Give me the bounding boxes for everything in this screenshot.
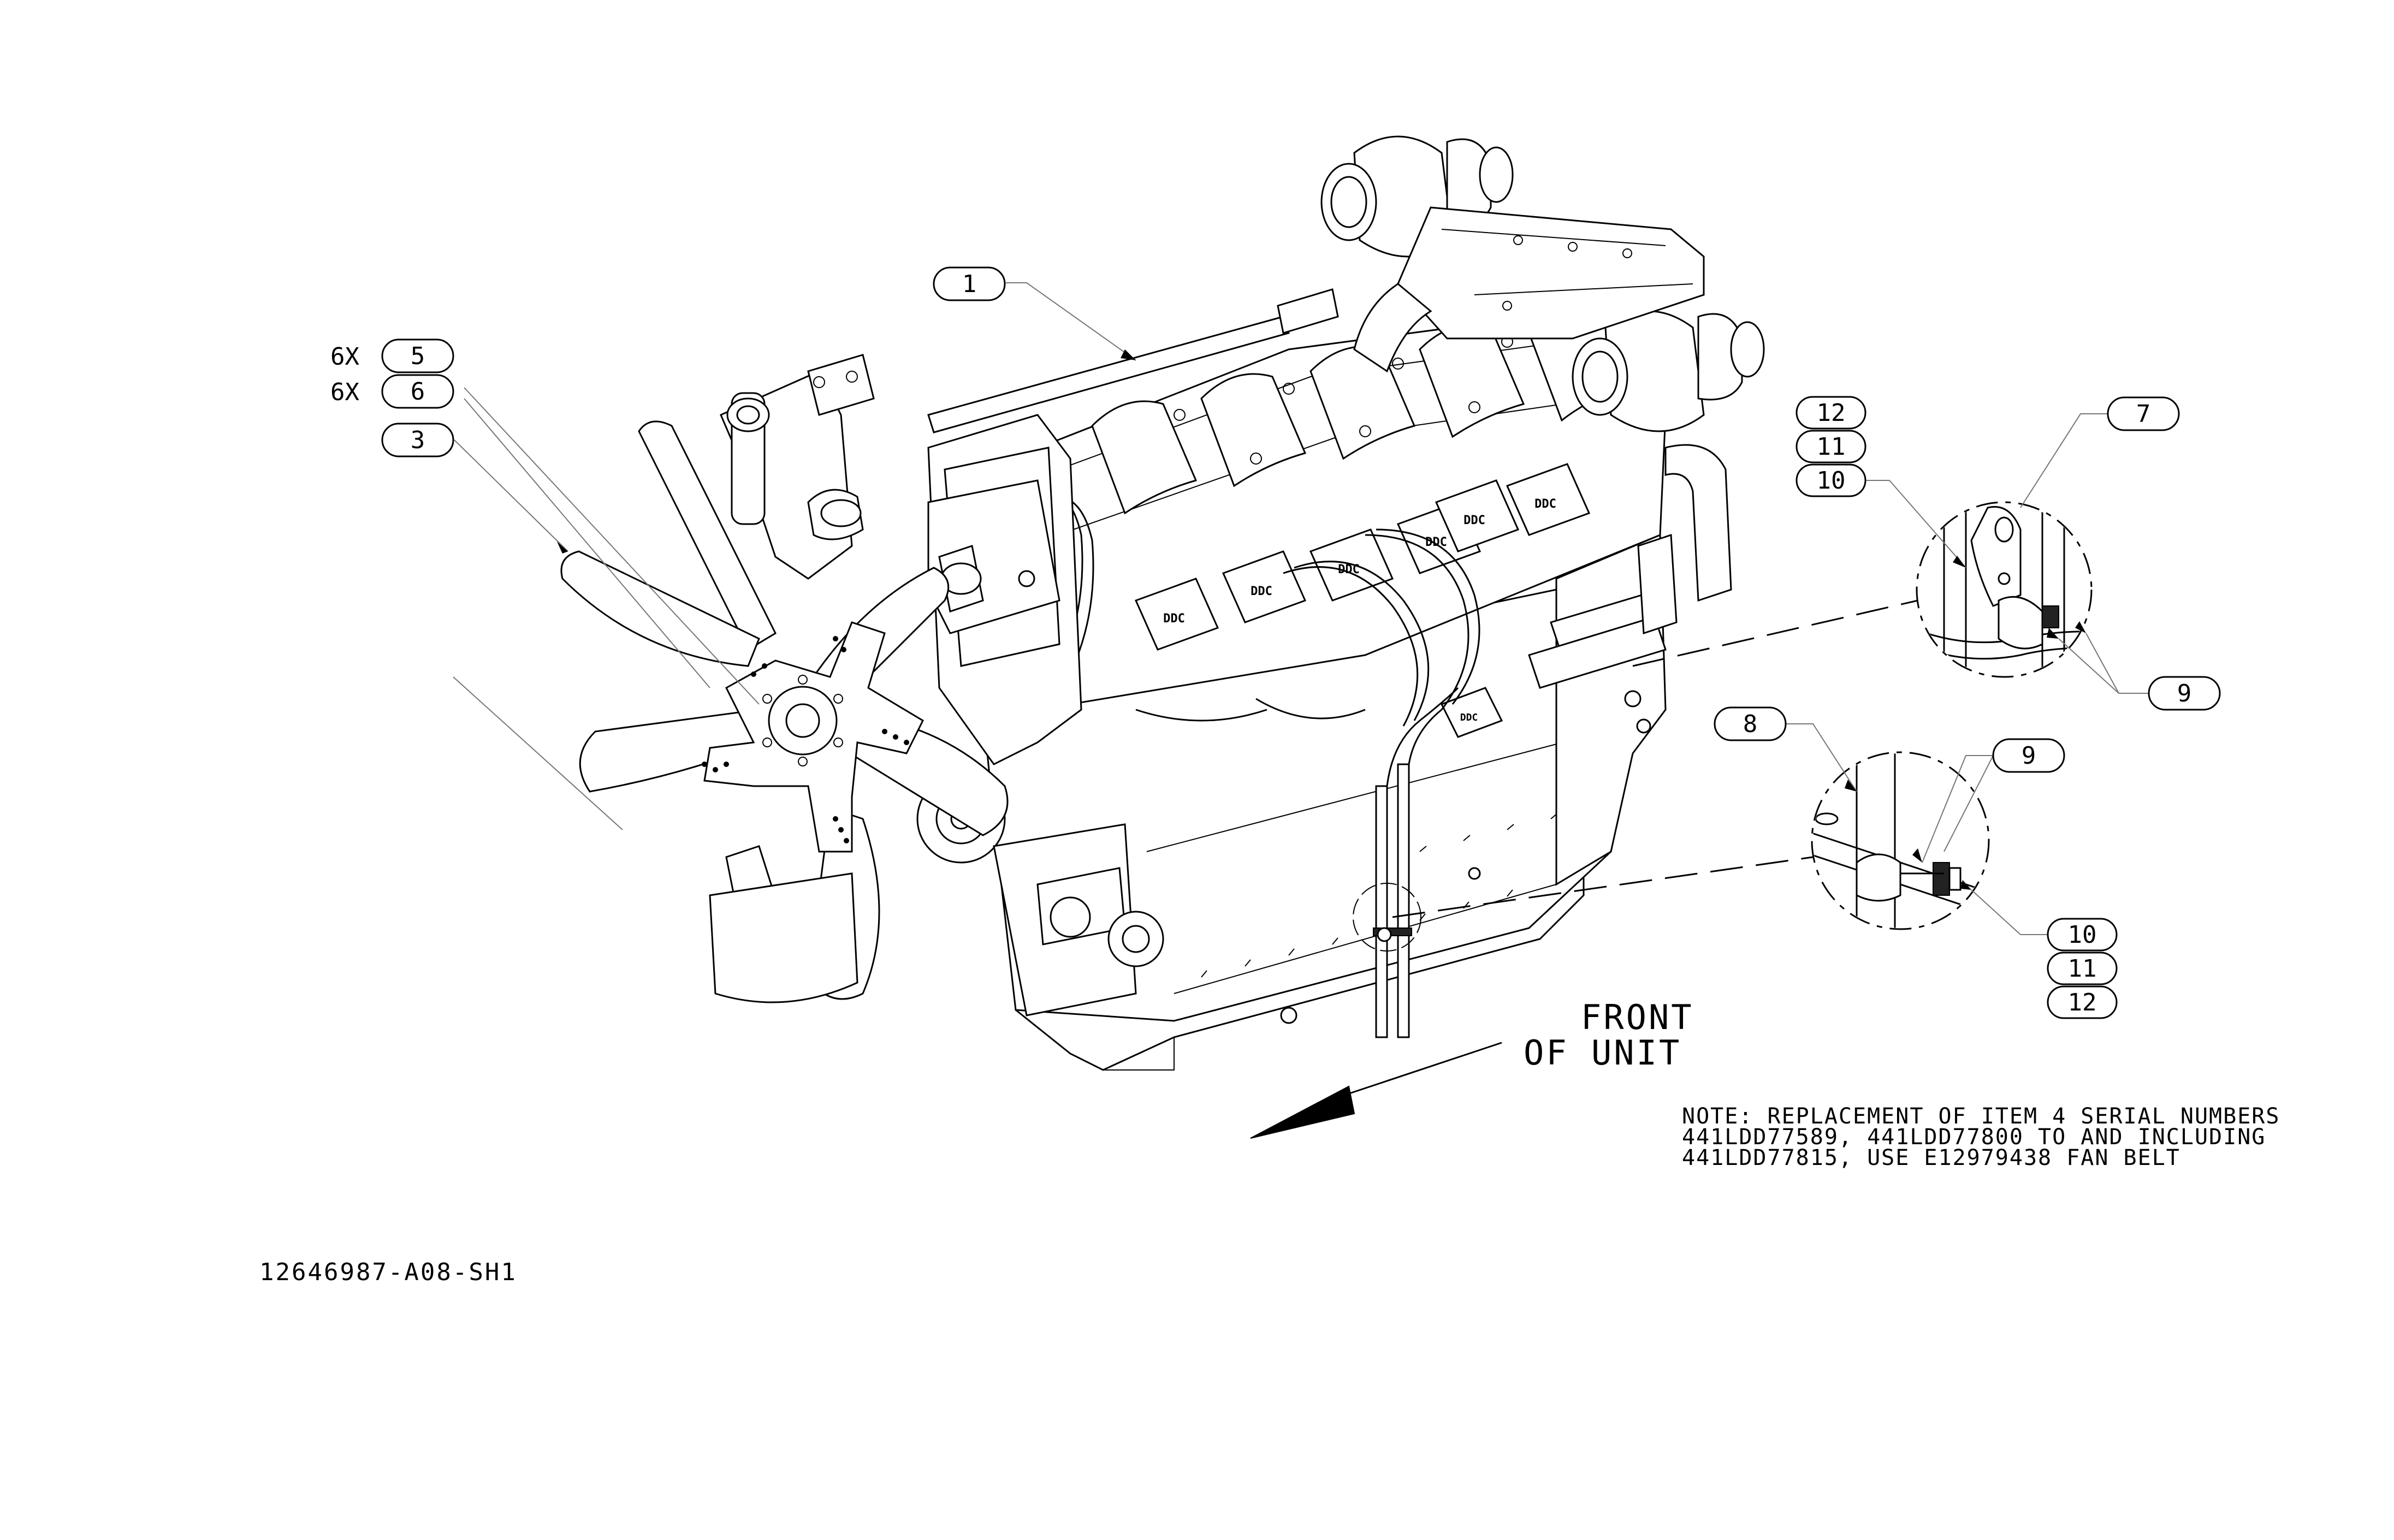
module-1: DDC — [1134, 578, 1219, 651]
front-label-line2: OF UNIT — [1524, 1033, 1681, 1073]
module-2: DDC — [1222, 550, 1307, 623]
svg-text:10: 10 — [2068, 921, 2097, 949]
svg-text:11: 11 — [1817, 433, 1846, 461]
engine-illustration: DDC DDC DDC DDC DDC DDC — [560, 135, 1765, 1071]
svg-text:7: 7 — [2136, 400, 2151, 428]
fan-rivets — [702, 636, 909, 843]
svg-text:6: 6 — [411, 378, 425, 406]
svg-text:DDC: DDC — [1163, 612, 1185, 626]
water-housing — [720, 354, 875, 580]
callout-9-upper: 9 — [2148, 676, 2221, 711]
callout-11-lower: 11 — [2047, 952, 2118, 985]
svg-text:10: 10 — [1817, 467, 1846, 495]
svg-text:9: 9 — [2177, 680, 2192, 707]
detail-view-lower — [1811, 751, 1990, 930]
svg-text:DDC: DDC — [1463, 514, 1485, 527]
qty-6: 6X — [330, 378, 359, 406]
callout-5: 6X 5 — [330, 338, 454, 373]
svg-text:12: 12 — [2068, 989, 2097, 1016]
svg-text:12: 12 — [1817, 399, 1846, 427]
svg-text:1: 1 — [962, 270, 977, 298]
svg-text:9: 9 — [2022, 742, 2036, 770]
exhaust-pipes — [1528, 444, 1732, 689]
callout-1: 1 — [933, 266, 1006, 301]
turbocharger-lower — [1572, 310, 1765, 432]
charge-air-cooler — [1353, 206, 1705, 373]
detail-links — [1353, 599, 1918, 952]
injector-modules: DDC DDC DDC DDC DDC DDC — [1134, 463, 1591, 738]
callout-12-lower: 12 — [2047, 985, 2118, 1019]
document-number: 12646987-A08-SH1 — [259, 1258, 517, 1286]
callout-7: 7 — [2107, 396, 2180, 431]
detail-view-upper — [1916, 501, 2093, 678]
cooling-fan — [560, 420, 1009, 1003]
callout-10-lower: 10 — [2047, 918, 2118, 952]
note-line-3: 441LDD77815, USE E12979438 FAN BELT — [1682, 1145, 2180, 1170]
front-direction-arrow — [1250, 1042, 1502, 1139]
callout-3: 3 — [381, 423, 454, 457]
replacement-note: NOTE: REPLACEMENT OF ITEM 4 SERIAL NUMBE… — [1682, 1104, 2280, 1170]
qty-5: 6X — [330, 343, 359, 371]
callout-8: 8 — [1714, 706, 1787, 741]
svg-text:DDC: DDC — [1460, 712, 1478, 723]
module-7: DDC — [1440, 687, 1503, 738]
note-line-2: 441LDD77589, 441LDD77800 TO AND INCLUDIN… — [1682, 1125, 2266, 1150]
fan-blade-upper-left — [560, 550, 760, 667]
svg-text:DDC: DDC — [1534, 497, 1556, 511]
svg-text:DDC: DDC — [1251, 585, 1272, 598]
fan-hub-bolts — [762, 675, 843, 766]
callout-12-upper: 12 — [1796, 396, 1866, 430]
callout-6: 6X 6 — [330, 374, 454, 409]
top-rail-pipe — [927, 316, 1290, 433]
svg-text:3: 3 — [411, 426, 425, 454]
callout-11-upper: 11 — [1796, 430, 1866, 463]
front-label-line1: FRONT — [1581, 997, 1694, 1037]
svg-text:11: 11 — [2068, 955, 2097, 983]
fan-drum — [709, 872, 858, 1003]
svg-text:5: 5 — [411, 342, 425, 370]
note-line-1: NOTE: REPLACEMENT OF ITEM 4 SERIAL NUMBE… — [1682, 1104, 2280, 1129]
leader-lines — [453, 282, 2149, 935]
svg-text:DDC: DDC — [1425, 536, 1447, 549]
dipstick-tube — [1373, 687, 1459, 1038]
module-5: DDC — [1435, 479, 1520, 552]
svg-text:8: 8 — [1743, 710, 1758, 738]
module-6: DDC — [1506, 463, 1591, 536]
fan-blade-top — [638, 420, 777, 651]
pump-block — [927, 479, 1060, 634]
callout-10-upper: 10 — [1796, 463, 1866, 497]
callout-9-lower: 9 — [1992, 738, 2065, 773]
leader-arrowheads — [557, 349, 2086, 890]
